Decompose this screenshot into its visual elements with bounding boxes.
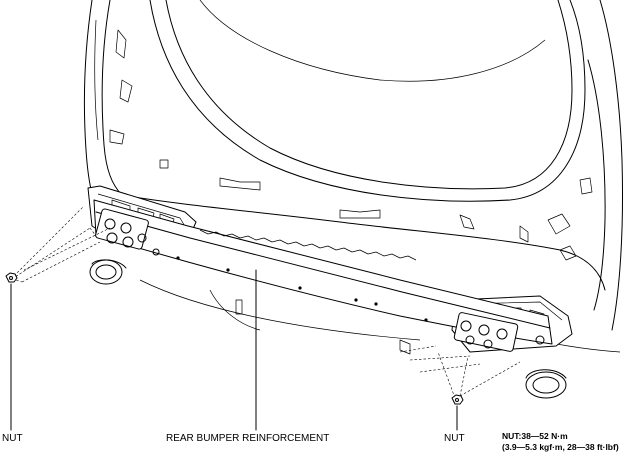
vehicle-body: [83, 0, 623, 355]
nut-right-label: NUT: [444, 433, 465, 444]
torque-spec-line2: (3.9—5.3 kgf·m, 28—38 ft·lbf): [502, 442, 619, 452]
exhaust-pipes: [89, 259, 567, 399]
installation-guides: [11, 205, 521, 399]
leader-lines: [10, 269, 458, 431]
torque-spec-line1: NUT:38—52 N·m: [502, 431, 568, 441]
nut-right-icon: [451, 394, 464, 405]
nut-left-icon: [5, 272, 18, 283]
reinforcement-label: REAR BUMPER REINFORCEMENT: [166, 433, 330, 444]
nut-left-label: NUT: [2, 433, 23, 444]
reinforcement-beam: [93, 199, 553, 352]
